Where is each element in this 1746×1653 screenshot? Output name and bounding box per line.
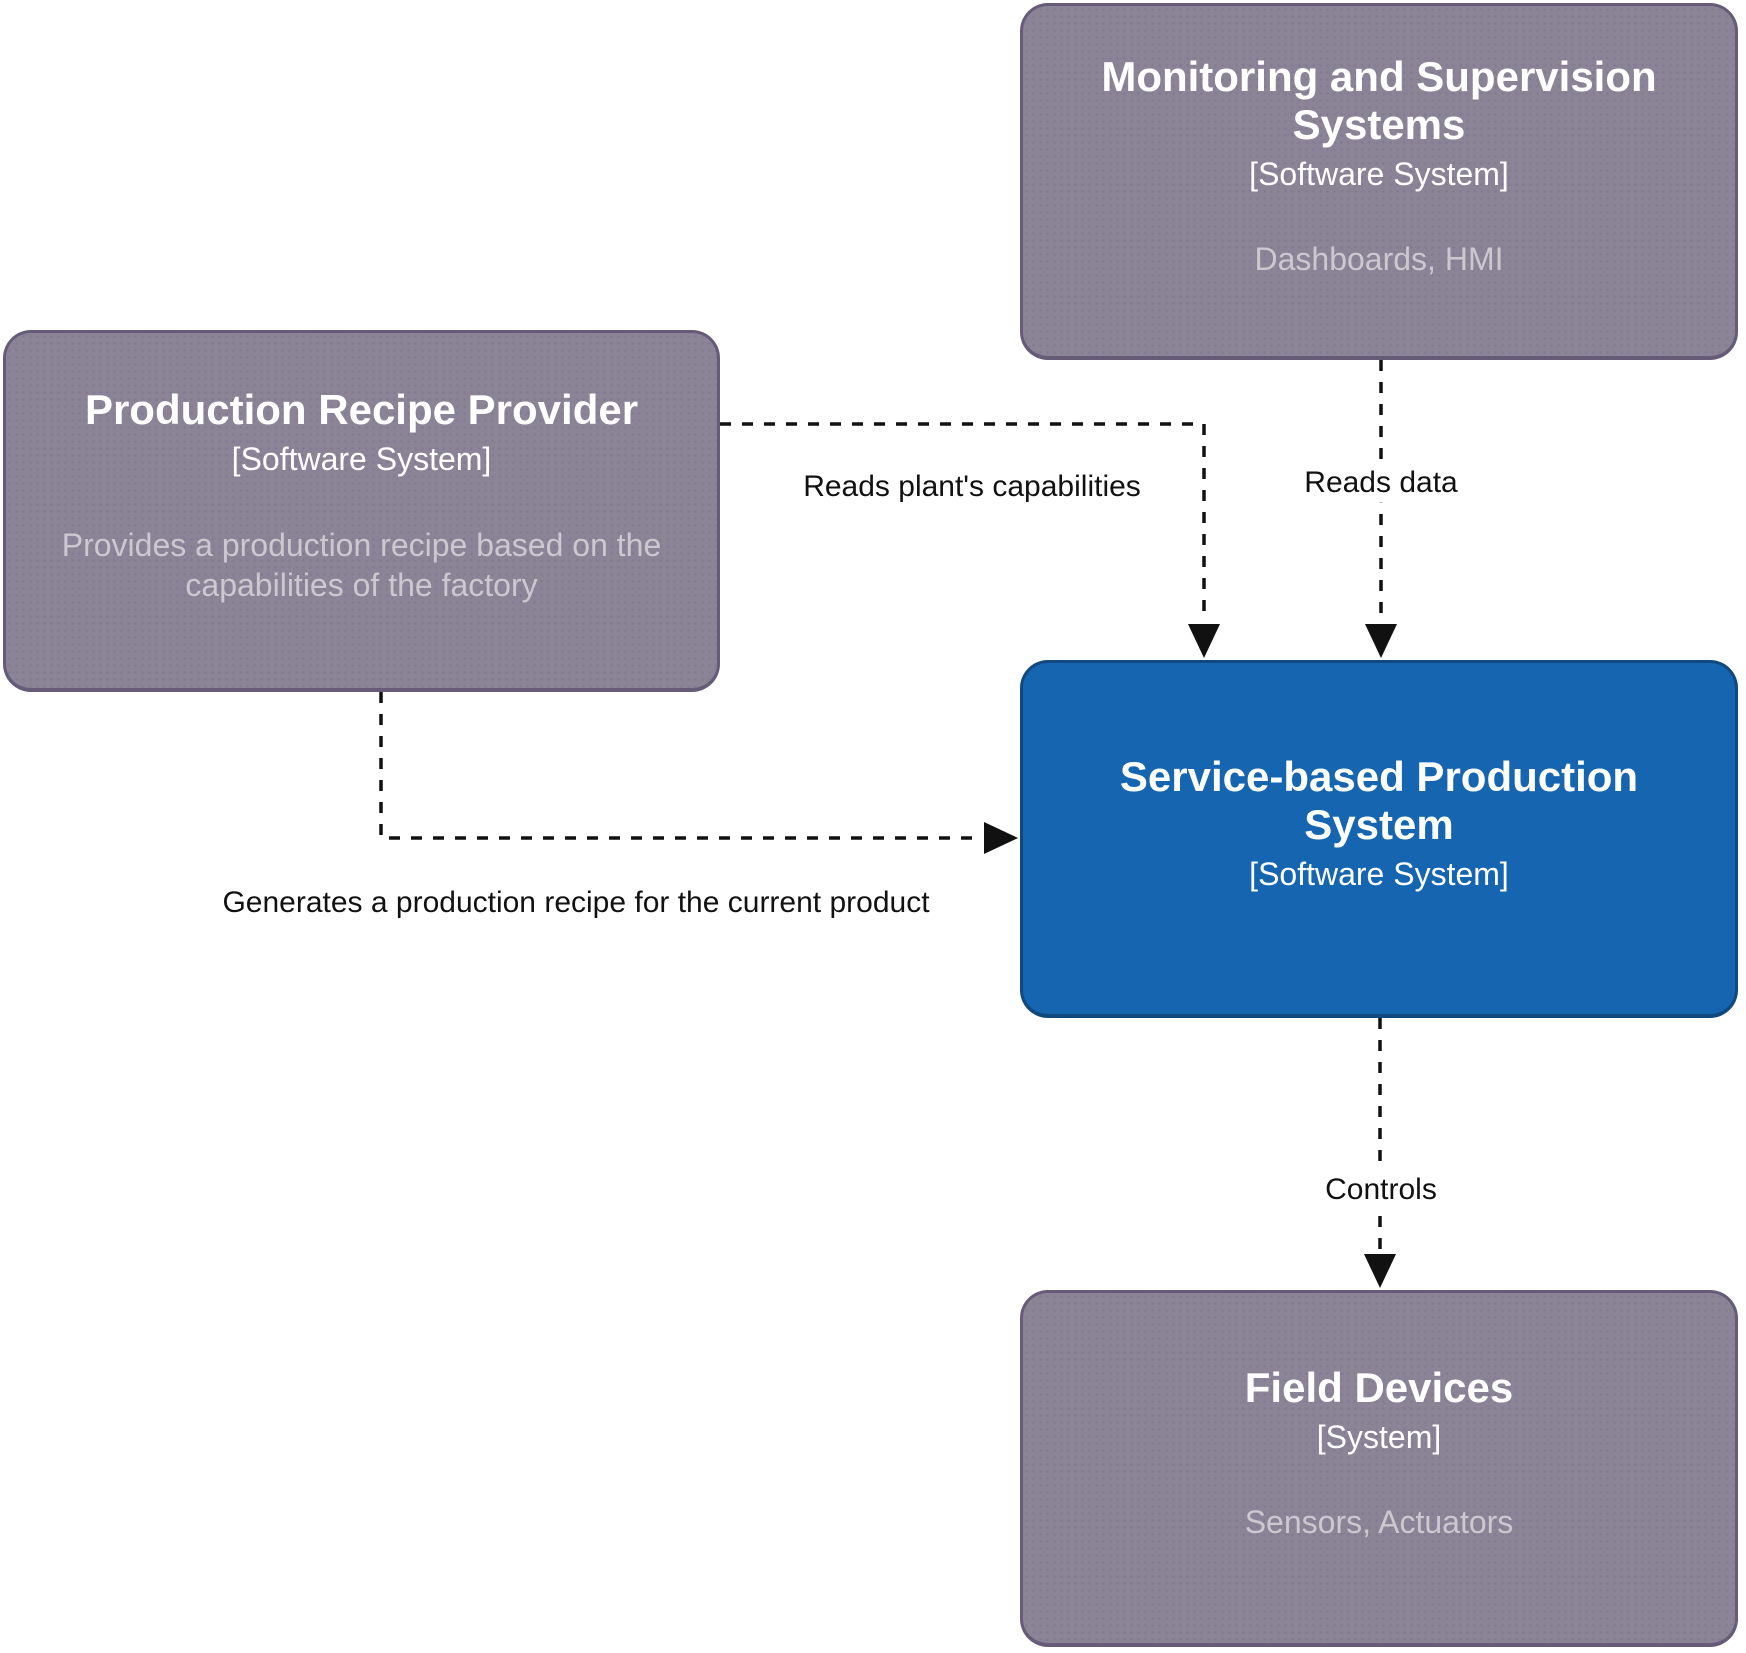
system-title: Production Recipe Provider bbox=[84, 386, 639, 434]
edge-label-controls: Controls bbox=[1317, 1170, 1445, 1210]
system-box-field-devices[interactable]: Field Devices [System] Sensors, Actuator… bbox=[1020, 1290, 1738, 1647]
system-type-label: [Software System] bbox=[1249, 856, 1509, 893]
system-box-content: Field Devices [System] Sensors, Actuator… bbox=[1023, 1364, 1735, 1542]
arrowhead-generates-production-recipe bbox=[984, 822, 1018, 854]
system-title: Field Devices bbox=[1244, 1363, 1514, 1411]
edge-label-reads-data: Reads data bbox=[1296, 463, 1466, 503]
edge-generates-production-recipe bbox=[379, 692, 982, 840]
system-box-content: Production Recipe Provider [Software Sys… bbox=[6, 386, 717, 604]
system-type-label: [System] bbox=[1316, 1418, 1442, 1455]
system-description: Dashboards, HMI bbox=[1254, 241, 1504, 278]
system-box-content: Monitoring and Supervision Systems [Soft… bbox=[1023, 53, 1735, 279]
arrowhead-reads-plants-capabilities bbox=[1188, 624, 1220, 658]
system-description: Provides a production recipe based on th… bbox=[61, 526, 662, 603]
system-box-production-recipe-provider[interactable]: Production Recipe Provider [Software Sys… bbox=[3, 330, 720, 692]
arrowhead-controls bbox=[1364, 1254, 1396, 1288]
system-title: Monitoring and Supervision Systems bbox=[1101, 52, 1657, 148]
system-title: Service-based Production System bbox=[1119, 753, 1639, 849]
system-type-label: [Software System] bbox=[231, 441, 492, 478]
edge-label-reads-plants-capabilities: Reads plant's capabilities bbox=[795, 467, 1149, 507]
edge-reads-plants-capabilities bbox=[720, 422, 1206, 622]
system-box-content: Service-based Production System [Softwar… bbox=[1023, 753, 1735, 893]
edge-label-generates-production-recipe: Generates a production recipe for the cu… bbox=[214, 883, 938, 923]
system-box-service-based-production-system[interactable]: Service-based Production System [Softwar… bbox=[1020, 660, 1738, 1018]
system-type-label: [Software System] bbox=[1249, 155, 1509, 192]
system-box-monitoring-and-supervision-systems[interactable]: Monitoring and Supervision Systems [Soft… bbox=[1020, 3, 1738, 360]
system-description: Sensors, Actuators bbox=[1244, 1504, 1514, 1541]
arrowhead-reads-data bbox=[1365, 624, 1397, 658]
